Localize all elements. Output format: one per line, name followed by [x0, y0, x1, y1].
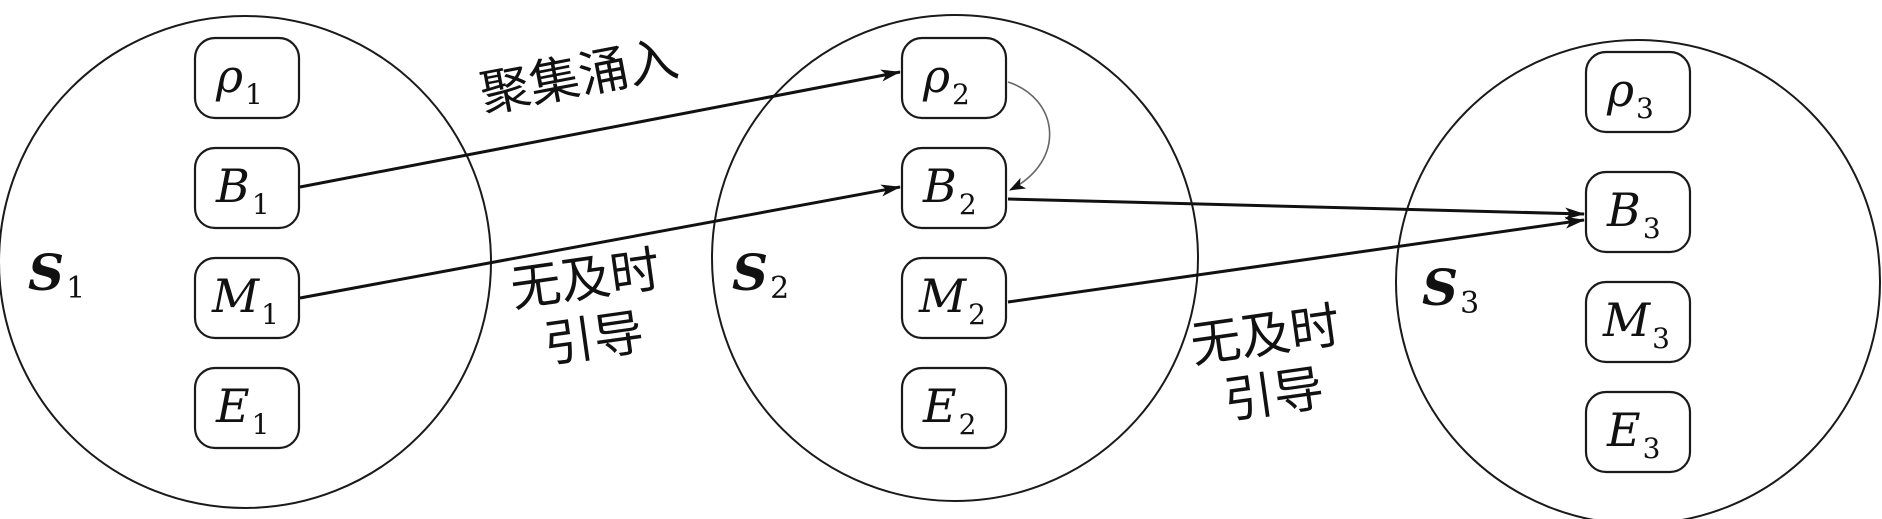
node-b2: B2	[900, 146, 1008, 230]
zone-s2-circle	[711, 14, 1199, 502]
node-m1: M1	[193, 256, 301, 340]
zone-s2: S2 ρ2 B2 M2 E2	[711, 14, 1199, 502]
node-m1-box	[193, 256, 301, 340]
zone-s3-label: S3	[1422, 258, 1479, 321]
svg-text:ρ2: ρ2	[922, 49, 970, 111]
edge-rho2-to-b2	[1007, 81, 1051, 191]
svg-text:M2: M2	[918, 269, 986, 331]
svg-text:B3: B3	[1606, 183, 1661, 245]
svg-text:M1: M1	[211, 269, 279, 331]
node-e2: E2	[900, 366, 1008, 450]
zone-s3: S3 ρ3 B3 M3 E3	[1395, 39, 1881, 519]
node-m2: M2	[900, 256, 1008, 340]
node-b2-box	[900, 146, 1008, 230]
svg-text:E2: E2	[922, 379, 976, 441]
node-b1: B1	[193, 146, 301, 230]
edge-label-m2-b3: 无及时 引导	[1187, 296, 1344, 430]
svg-text:M3: M3	[1602, 293, 1670, 355]
node-m3-box	[1584, 280, 1692, 364]
edge-b2-to-b3	[1007, 197, 1585, 220]
zone-s1-label: S1	[28, 243, 85, 306]
svg-text:E1: E1	[215, 379, 269, 441]
node-rho3-box	[1584, 50, 1692, 134]
node-b1-box	[193, 146, 301, 230]
node-e2-box	[900, 366, 1008, 450]
edge-m2-to-b3	[1007, 216, 1585, 304]
node-rho2: ρ2	[900, 36, 1008, 120]
node-e1-box	[193, 366, 301, 450]
svg-text:B2: B2	[922, 159, 977, 221]
node-e3: E3	[1584, 390, 1692, 474]
zone-s3-circle	[1395, 39, 1881, 519]
edge-b1-to-rho2	[299, 69, 901, 189]
svg-text:E3: E3	[1606, 403, 1660, 465]
node-rho1-box	[193, 36, 301, 120]
svg-text:ρ3: ρ3	[1606, 63, 1654, 125]
node-rho2-box	[900, 36, 1008, 120]
svg-text:引导: 引导	[540, 303, 647, 374]
edge-m1-to-b2	[299, 184, 901, 300]
node-m2-box	[900, 256, 1008, 340]
zone-s1: S1 ρ1 B1 M1 E1	[0, 15, 492, 509]
node-rho1: ρ1	[193, 36, 301, 120]
svg-text:无及时: 无及时	[1187, 296, 1344, 374]
node-e3-box	[1584, 390, 1692, 474]
node-b3: B3	[1584, 170, 1692, 254]
node-rho3: ρ3	[1584, 50, 1692, 134]
node-m3: M3	[1584, 280, 1692, 364]
edge-label-b1-rho2: 聚集涌入	[475, 29, 682, 123]
svg-text:B1: B1	[215, 159, 270, 221]
node-b3-box	[1584, 170, 1692, 254]
node-e1: E1	[193, 366, 301, 450]
svg-text:ρ1: ρ1	[215, 49, 263, 111]
svg-text:引导: 引导	[1220, 359, 1327, 430]
zone-s2-label: S2	[732, 243, 789, 306]
svg-text:无及时: 无及时	[507, 240, 664, 318]
edge-label-m1-b2: 无及时 引导	[507, 240, 664, 374]
